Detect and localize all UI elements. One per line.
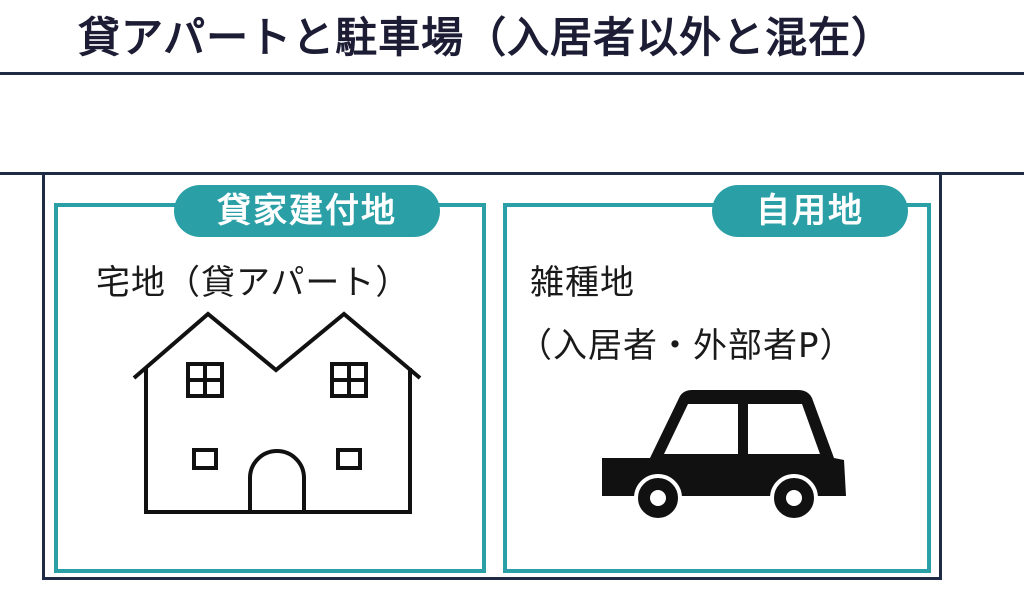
right-panel (503, 203, 931, 573)
right-panel-label-line1: 雑種地 (530, 263, 635, 303)
right-panel-label-line2: （入居者・外部者P） (518, 326, 855, 366)
page-title: 貸アパートと駐車場（入居者以外と混在） (78, 13, 895, 62)
outer-frame (42, 172, 942, 580)
top-divider (0, 72, 1024, 75)
right-panel-tag: 自用地 (712, 185, 908, 237)
left-panel-label: 宅地（貸アパート） (96, 263, 411, 303)
section-divider (0, 172, 1024, 175)
left-panel-tag: 貸家建付地 (174, 185, 440, 237)
house-icon (132, 311, 422, 514)
car-icon (602, 390, 846, 522)
